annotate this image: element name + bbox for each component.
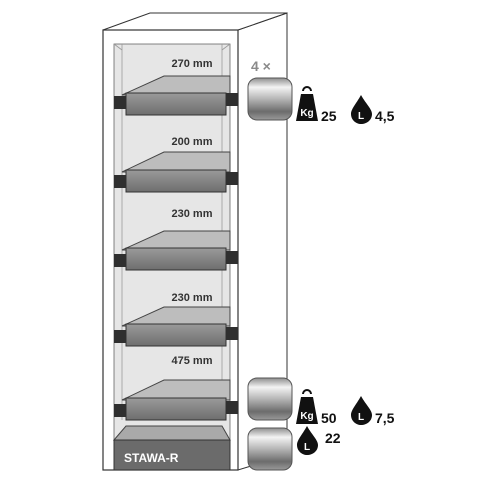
lower-tray-weight-value: 50: [321, 410, 337, 426]
tray-count-label: 4 ×: [251, 58, 271, 74]
weight-icon: Kg: [296, 389, 318, 424]
volume-icon: L: [351, 396, 372, 425]
lower-tray-cylinder: [247, 377, 293, 421]
shelf-height-3: 230 mm: [172, 208, 213, 220]
pull-out-tray: [114, 379, 238, 421]
pull-out-tray: [114, 75, 238, 116]
bottom-sump: [112, 425, 231, 471]
shelf-height-4: 230 mm: [172, 292, 213, 304]
weight-icon: Kg: [296, 86, 318, 121]
svg-text:Kg: Kg: [300, 411, 313, 422]
svg-text:L: L: [358, 412, 364, 423]
svg-text:Kg: Kg: [300, 108, 313, 119]
volume-icon: L: [297, 426, 318, 455]
pull-out-tray: [114, 151, 238, 193]
sump-volume-value: 22: [325, 430, 341, 446]
svg-text:L: L: [358, 111, 364, 122]
tray-cylinder: [247, 77, 293, 121]
shelf-height-2: 200 mm: [172, 136, 213, 148]
shelf-height-5: 475 mm: [172, 355, 213, 367]
pull-out-tray: [114, 230, 238, 271]
lower-tray-volume-value: 7,5: [375, 410, 395, 426]
sump-cylinder: [247, 427, 293, 471]
shelf-height-1: 270 mm: [172, 58, 213, 70]
volume-icon: L: [351, 95, 372, 124]
pull-out-tray: [114, 306, 238, 347]
tray-weight-value: 25: [321, 108, 337, 124]
model-label: STAWA-R: [124, 451, 179, 465]
svg-text:L: L: [304, 442, 310, 453]
tray-volume-value: 4,5: [375, 108, 395, 124]
